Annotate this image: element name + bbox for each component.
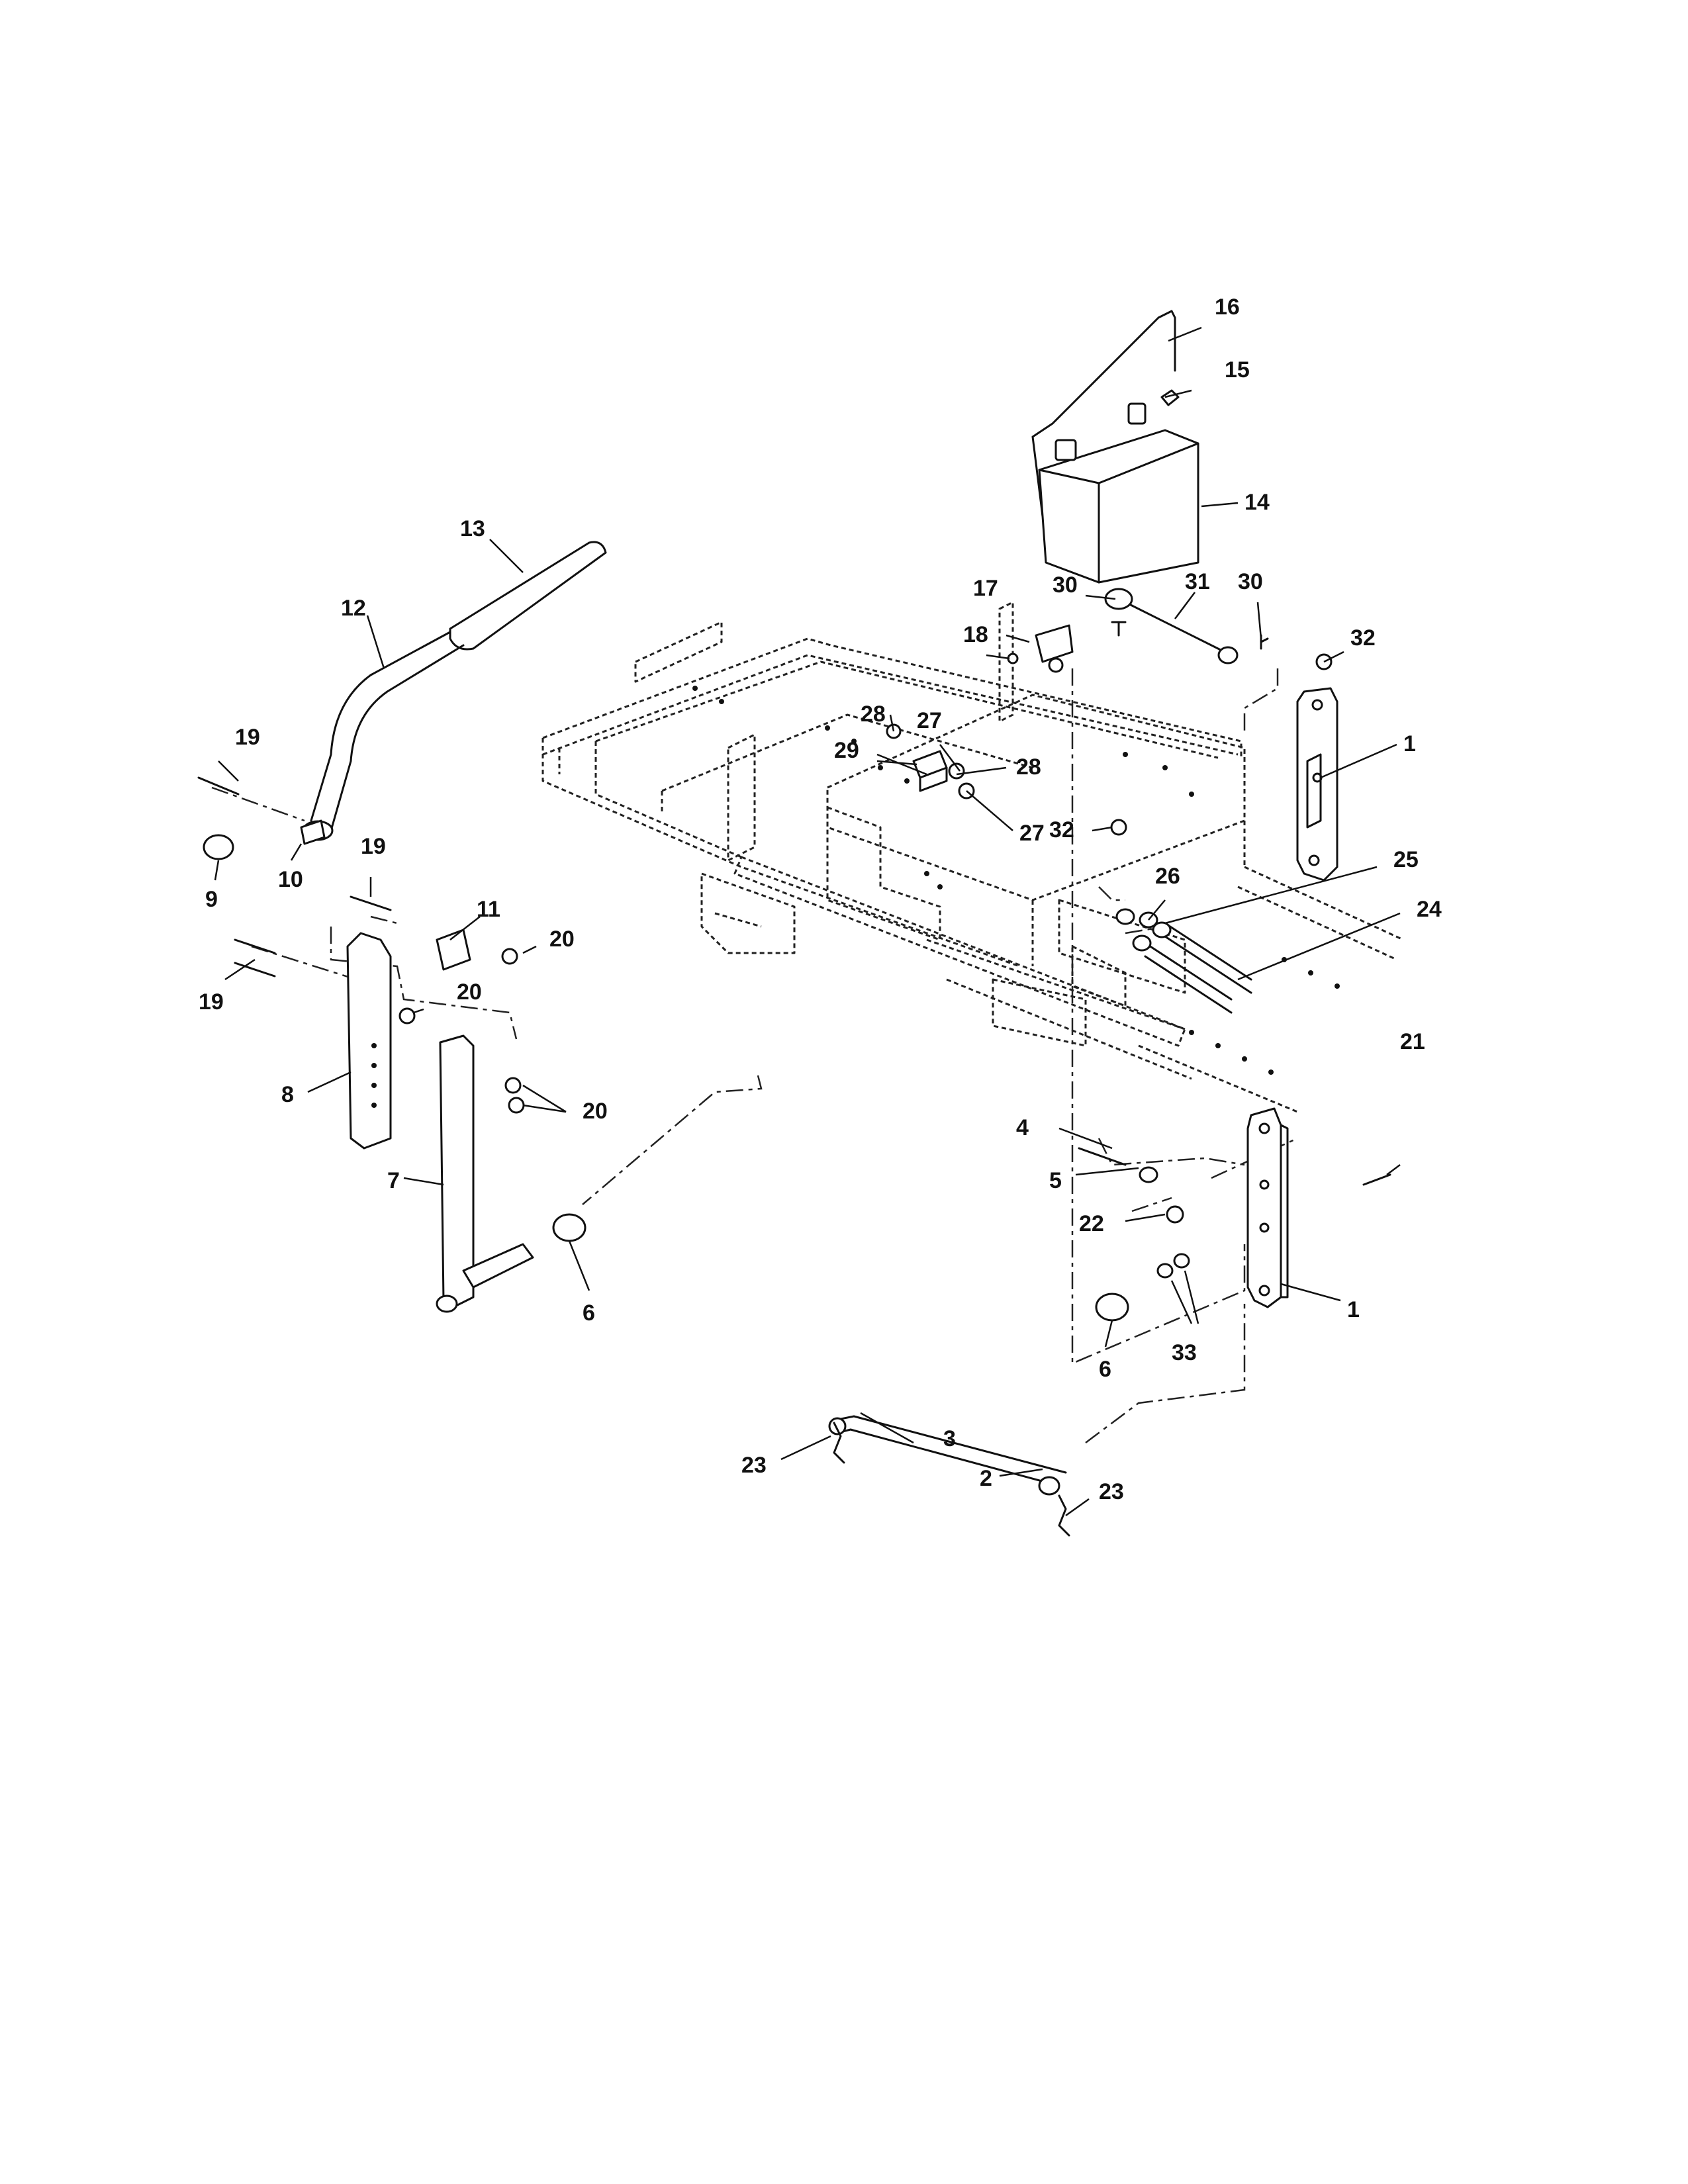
- callout-19: 19: [235, 725, 260, 750]
- nut: [501, 948, 518, 965]
- callout-16: 16: [1215, 295, 1240, 320]
- callout-10: 10: [278, 867, 303, 892]
- mounting-bracket: [912, 750, 948, 792]
- strap-end: [1217, 646, 1239, 664]
- callout-30: 30: [1053, 572, 1078, 598]
- callout-25: 25: [1393, 847, 1419, 872]
- callout-22: 22: [1079, 1211, 1104, 1236]
- callout-6: 6: [1099, 1357, 1111, 1382]
- callout-31: 31: [1185, 569, 1210, 594]
- callout-3: 3: [943, 1426, 956, 1451]
- bolt: [1144, 942, 1233, 1014]
- bolt: [234, 962, 276, 978]
- battery: [1038, 402, 1199, 584]
- washer: [1139, 1166, 1158, 1183]
- screw: [1111, 621, 1127, 637]
- callout-32: 32: [1350, 625, 1376, 651]
- washer: [1156, 1263, 1174, 1279]
- mower-frame: [541, 601, 1404, 1113]
- callout-labels: 1 1 2 3 4 5 6 6 7 8 9 10 11 12 13 14 15 …: [199, 295, 1442, 1504]
- rod-end: [828, 1417, 847, 1435]
- callout-8: 8: [281, 1082, 294, 1107]
- callout-27: 27: [1019, 821, 1045, 846]
- callout-28: 28: [861, 702, 886, 727]
- callout-24: 24: [1417, 897, 1442, 922]
- callout-17: 17: [973, 576, 998, 601]
- adjustment-arm: [346, 932, 392, 1150]
- washer: [1152, 921, 1172, 938]
- wing-nut: [1160, 389, 1180, 406]
- callout-20: 20: [549, 927, 575, 952]
- callout-18: 18: [963, 622, 988, 647]
- callout-6: 6: [583, 1300, 595, 1326]
- nut: [399, 1007, 416, 1024]
- callout-29: 29: [834, 738, 859, 763]
- seat-switch: [1035, 624, 1074, 673]
- bushing: [300, 819, 326, 845]
- callout-20: 20: [583, 1099, 608, 1124]
- callout-12: 12: [341, 596, 366, 621]
- callout-2: 2: [980, 1466, 992, 1491]
- callout-20: 20: [457, 979, 482, 1005]
- callout-1: 1: [1347, 1297, 1360, 1322]
- callout-28: 28: [1016, 754, 1041, 780]
- callout-4: 4: [1016, 1115, 1029, 1140]
- callout-21: 21: [1400, 1029, 1425, 1054]
- washer: [1173, 1253, 1190, 1269]
- bolt: [350, 895, 392, 911]
- callout-23: 23: [1099, 1479, 1124, 1504]
- washer: [1115, 908, 1135, 925]
- battery-strap: [1124, 601, 1226, 653]
- callout-7: 7: [387, 1168, 400, 1193]
- bolt: [234, 938, 276, 954]
- nut: [1110, 819, 1127, 836]
- callout-27: 27: [917, 708, 942, 733]
- callout-33: 33: [1172, 1340, 1197, 1365]
- handle-grip: [449, 541, 607, 651]
- switch-screw: [1007, 653, 1019, 664]
- callout-30: 30: [1238, 569, 1263, 594]
- bolt: [1362, 1173, 1391, 1186]
- washer: [1132, 934, 1152, 952]
- strap-eye: [1104, 588, 1133, 610]
- lever-plate-upper: [1296, 687, 1338, 882]
- callout-1: 1: [1403, 731, 1416, 756]
- frame-holes: [692, 686, 1340, 1075]
- hairpin-clip: [833, 1422, 845, 1464]
- nut: [1166, 1205, 1184, 1224]
- callout-11: 11: [477, 897, 500, 922]
- callout-13: 13: [460, 516, 485, 541]
- callout-23: 23: [741, 1453, 767, 1478]
- leader-lines: [214, 326, 1401, 1517]
- callout-26: 26: [1155, 864, 1180, 889]
- hairpin-clip: [1058, 1494, 1070, 1537]
- callout-19: 19: [199, 989, 224, 1015]
- lever-plate-lower: [1246, 1107, 1289, 1308]
- flange-bushing: [1095, 1293, 1129, 1322]
- bolt: [1164, 922, 1252, 994]
- screw: [1260, 634, 1269, 650]
- ferrule: [1038, 1476, 1060, 1496]
- callout-19: 19: [361, 834, 386, 859]
- knob: [203, 834, 234, 860]
- callout-5: 5: [1049, 1168, 1062, 1193]
- callout-32: 32: [1049, 817, 1074, 842]
- bolt: [197, 776, 240, 796]
- nut: [504, 1077, 522, 1094]
- control-handle: [310, 631, 465, 832]
- callout-15: 15: [1225, 357, 1250, 383]
- nut: [508, 1097, 525, 1114]
- callout-9: 9: [205, 887, 218, 912]
- spacer: [436, 929, 471, 971]
- bolt: [1078, 1147, 1127, 1166]
- callout-14: 14: [1244, 490, 1270, 515]
- control-lever: [436, 1034, 534, 1313]
- flange-bushing: [552, 1213, 586, 1242]
